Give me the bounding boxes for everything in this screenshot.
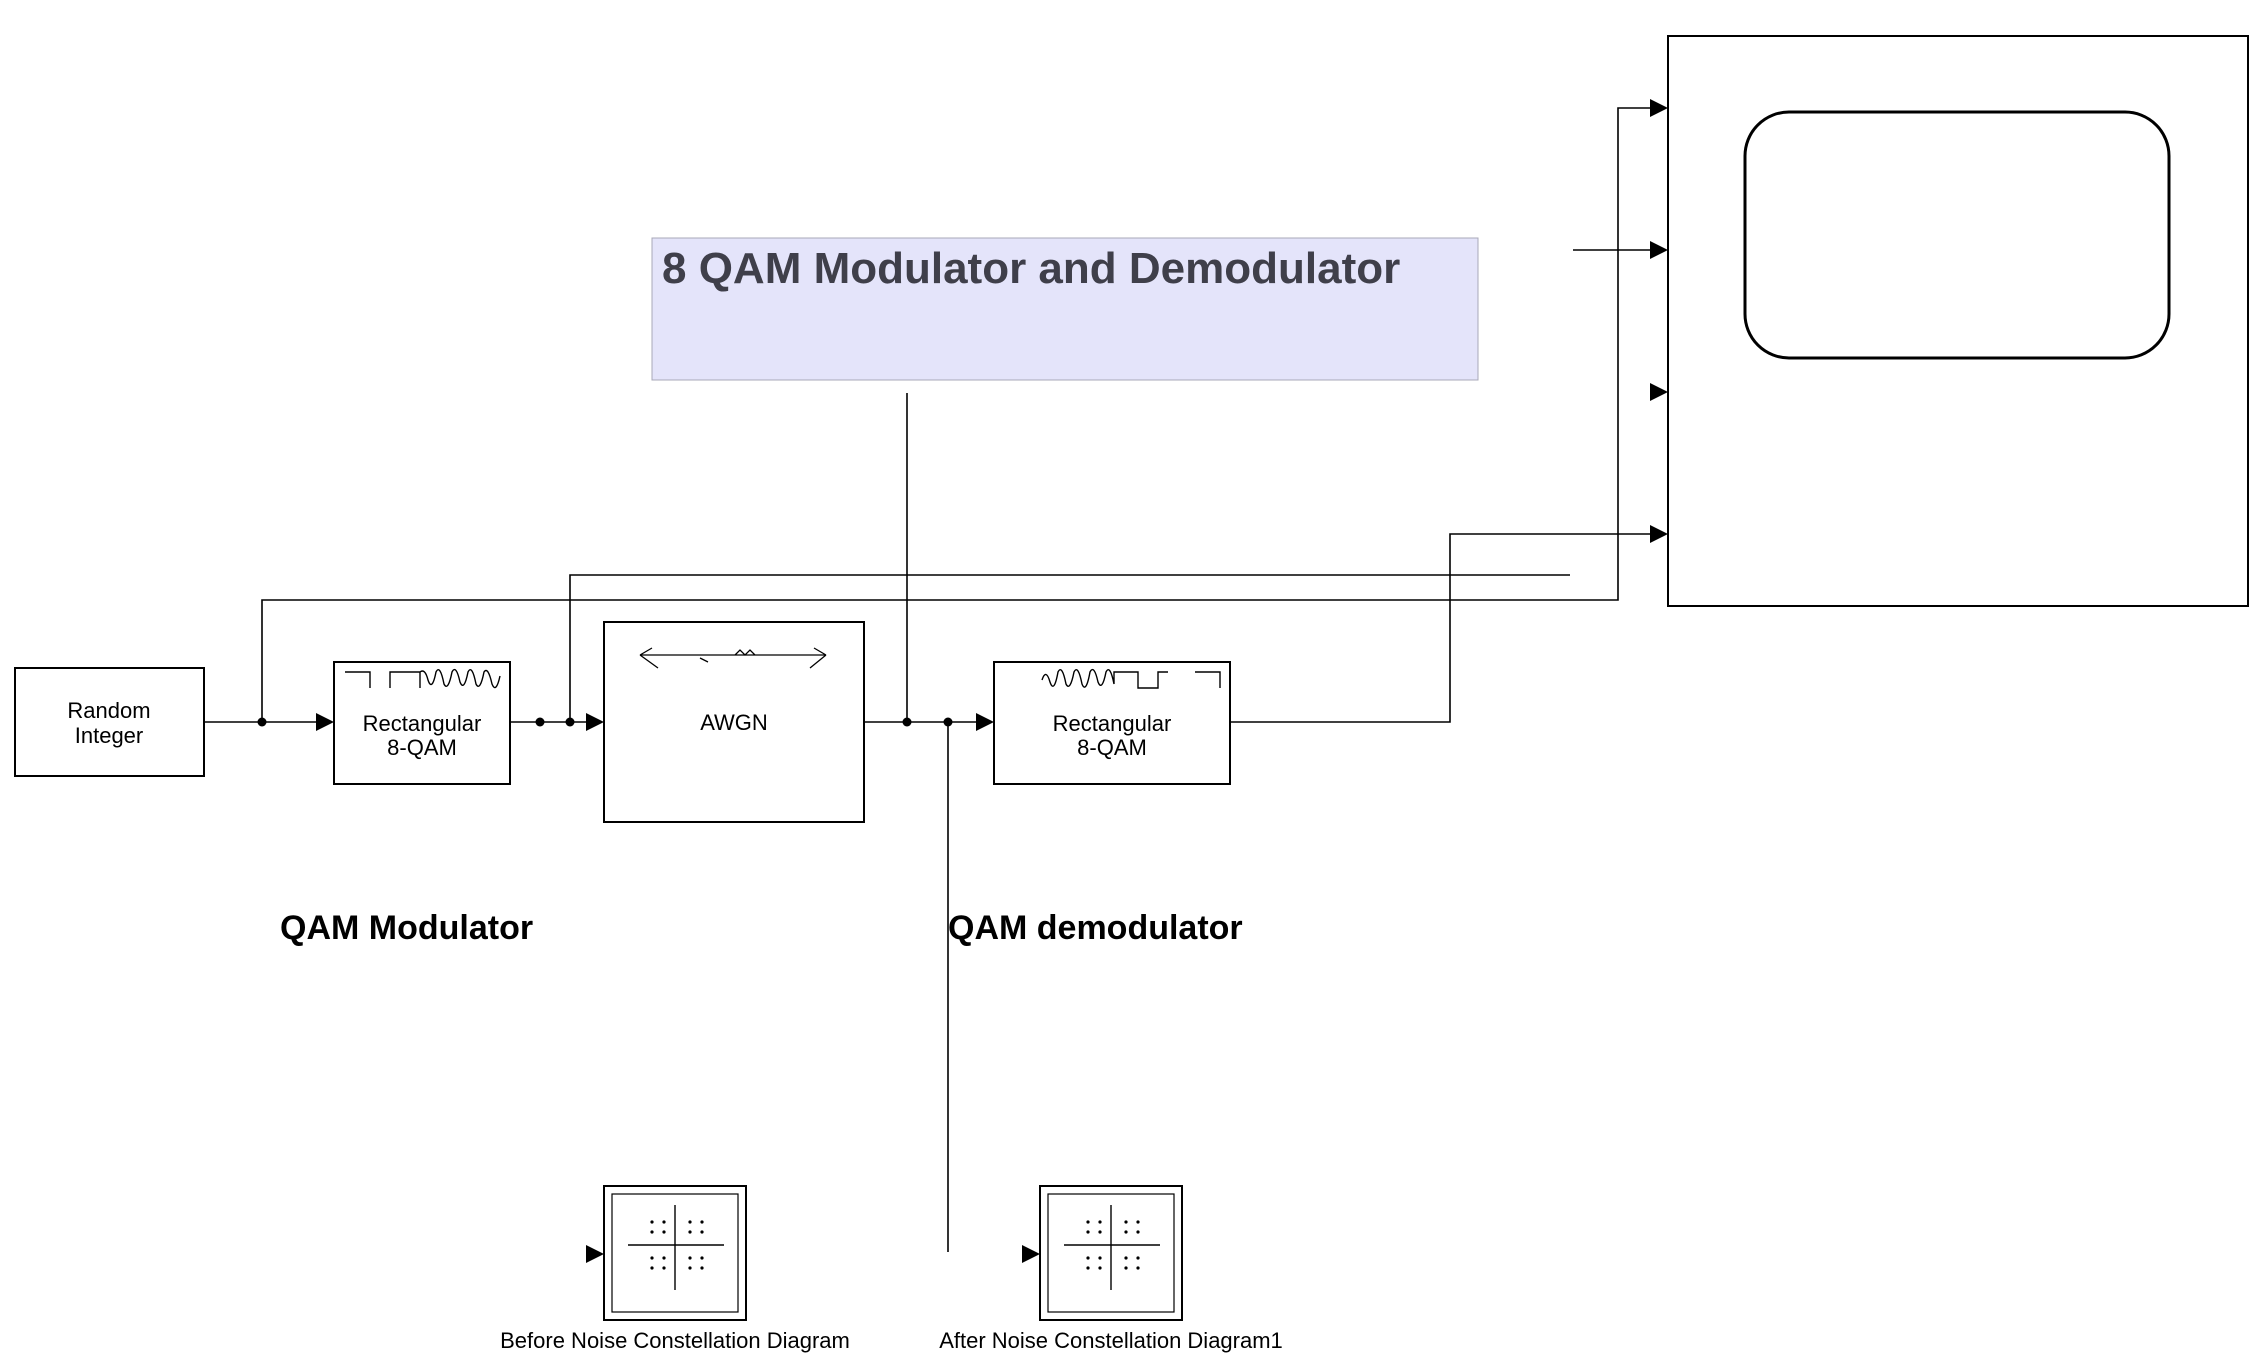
demodulator-label-line1: Rectangular: [1053, 711, 1172, 736]
random-integer-frame: [14, 667, 205, 777]
awgn-label: AWGN: [700, 710, 768, 735]
arrow-into-modulator: [316, 713, 334, 731]
title-background: [651, 237, 1479, 381]
wire-demodulator-to-scope[interactable]: [1230, 533, 1650, 723]
wire-modulator-branch[interactable]: [569, 574, 1570, 722]
qam-demodulator-block[interactable]: Rectangular 8-QAM: [993, 661, 1231, 785]
scope-screen-icon: [1743, 110, 2171, 360]
qam-modulator-block[interactable]: Rectangular 8-QAM: [333, 661, 511, 785]
noise-channel-icon: [639, 647, 827, 669]
modulator-label-line2: 8-QAM: [387, 735, 457, 760]
arrow-scope-in2: [1650, 241, 1668, 259]
constellation-plot-icon: [1064, 1205, 1160, 1290]
after-constellation-caption: After Noise Constellation Diagram1: [939, 1328, 1283, 1353]
signal-wires: [204, 99, 1668, 1263]
wire-random-to-scope[interactable]: [261, 107, 1650, 722]
arrow-into-awgn: [586, 713, 604, 731]
demodulator-label-line2: 8-QAM: [1077, 735, 1147, 760]
arrow-before-constellation: [586, 1245, 604, 1263]
modulation-waveform-icon: [345, 668, 501, 689]
constellation-plot-icon: [628, 1205, 724, 1290]
before-noise-constellation-block[interactable]: Before Noise Constellation Diagram: [500, 1185, 850, 1353]
arrow-scope-in3: [1650, 383, 1668, 401]
awgn-channel-block[interactable]: AWGN: [603, 621, 865, 823]
arrow-after-constellation: [1022, 1245, 1040, 1263]
after-constellation-inner-frame: [1047, 1193, 1175, 1313]
title-annotation[interactable]: 8 QAM Modulator and Demodulator: [651, 237, 1479, 381]
before-constellation-caption: Before Noise Constellation Diagram: [500, 1328, 850, 1353]
arrow-into-demodulator: [976, 713, 994, 731]
arrow-scope-in4: [1650, 525, 1668, 543]
modulator-label-line1: Rectangular: [363, 711, 482, 736]
random-integer-label-line2: Integer: [75, 723, 144, 748]
branch-point-modulator-1: [535, 717, 545, 727]
arrow-scope-in1: [1650, 99, 1668, 117]
qam-demodulator-heading: QAM demodulator: [948, 909, 1243, 947]
demodulation-waveform-icon: [1041, 668, 1221, 689]
random-integer-block[interactable]: Random Integer: [14, 667, 205, 777]
after-noise-constellation-block[interactable]: After Noise Constellation Diagram1: [939, 1185, 1283, 1353]
qam-modulator-heading: QAM Modulator: [280, 909, 533, 947]
random-integer-label-line1: Random: [67, 698, 150, 723]
demodulator-frame: [993, 661, 1231, 785]
diagram-title: 8 QAM Modulator and Demodulator: [662, 244, 1400, 293]
scope-block[interactable]: [1667, 35, 2249, 607]
before-constellation-inner-frame: [611, 1193, 739, 1313]
